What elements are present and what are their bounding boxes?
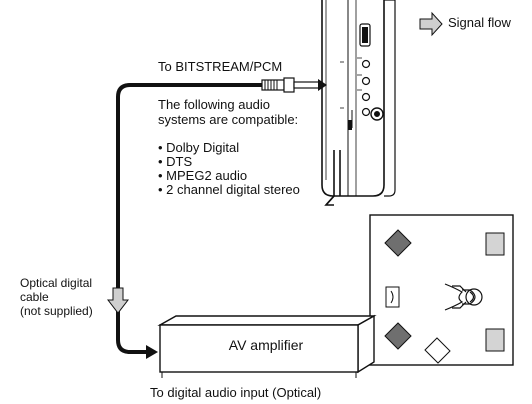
list-item: DTS — [158, 155, 308, 169]
compatible-systems: The following audio systems are compatib… — [158, 97, 308, 197]
optical-cable-label-line2: cable — [20, 290, 49, 304]
amplifier-label: AV amplifier — [228, 337, 304, 353]
signal-flow-arrow-down — [106, 287, 130, 314]
listener-icon — [444, 283, 483, 311]
player-device — [321, 0, 396, 206]
to-bitstream-label: To BITSTREAM/PCM — [158, 59, 283, 74]
optical-cable-label-line1: Optical digital — [20, 276, 93, 290]
list-item: 2 channel digital stereo — [158, 183, 308, 197]
room-layout — [369, 214, 514, 366]
optical-cable — [116, 83, 262, 354]
cable-arrow-head — [146, 345, 158, 359]
legend-signal-flow-label: Signal flow — [448, 15, 511, 30]
list-item: MPEG2 audio — [158, 169, 308, 183]
compatible-intro: The following audio systems are compatib… — [158, 97, 299, 127]
legend-arrow-icon — [419, 11, 443, 37]
optical-plug — [261, 77, 327, 93]
digital-input-label: To digital audio input (Optical) — [150, 385, 322, 400]
compatible-list: Dolby Digital DTS MPEG2 audio 2 channel … — [158, 141, 308, 197]
av-amplifier — [157, 314, 377, 378]
optical-cable-label-line3: (not supplied) — [20, 304, 93, 318]
list-item: Dolby Digital — [158, 141, 308, 155]
